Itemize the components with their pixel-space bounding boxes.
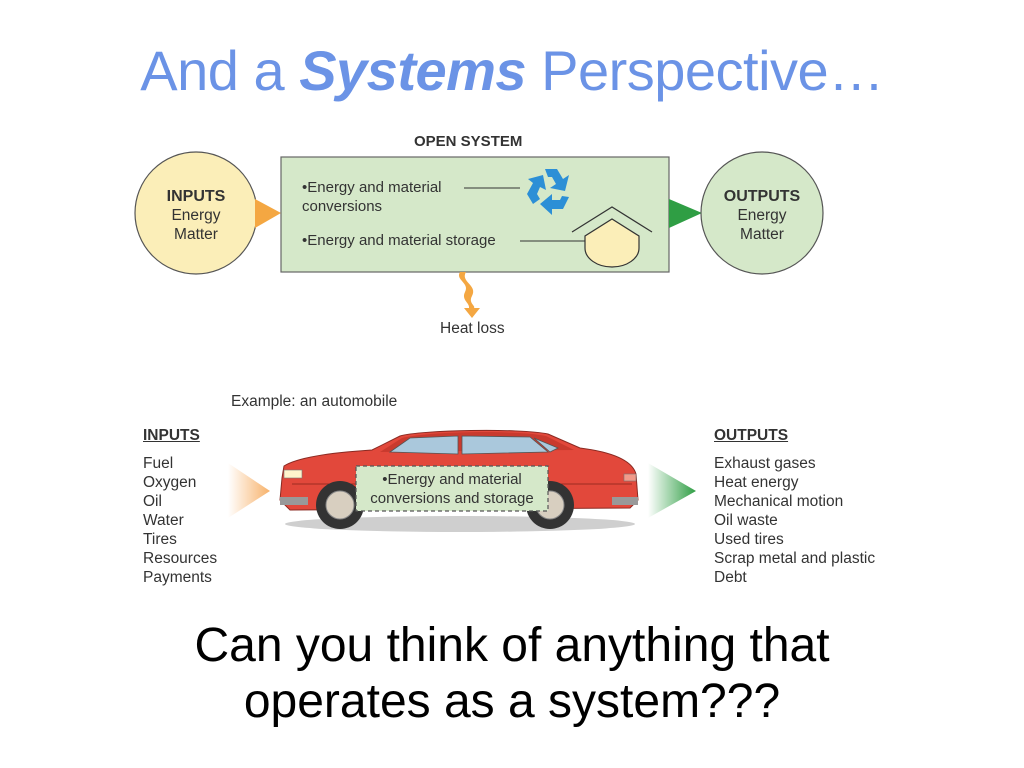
list-item: Used tires bbox=[714, 531, 784, 548]
list-item: Debt bbox=[714, 569, 747, 586]
car-outputs-heading: OUTPUTS bbox=[714, 427, 789, 444]
list-item: Scrap metal and plastic bbox=[714, 550, 876, 567]
conversion-item-line-2: conversions bbox=[302, 198, 383, 215]
heat-loss-arrow-icon bbox=[458, 272, 480, 318]
slide-title: And a Systems Perspective… bbox=[0, 38, 1024, 103]
list-item: Resources bbox=[143, 550, 218, 567]
car-illustration bbox=[279, 429, 639, 532]
car-box-line-2: conversions and storage bbox=[370, 490, 534, 507]
car-output-arrow bbox=[648, 463, 696, 518]
car-inputs-list: Fuel Oxygen Oil Water Tires Resources Pa… bbox=[143, 454, 217, 587]
list-item: Tires bbox=[143, 531, 177, 548]
open-system-label: OPEN SYSTEM bbox=[414, 133, 523, 150]
car-input-arrow bbox=[228, 463, 270, 518]
list-item: Water bbox=[143, 512, 184, 529]
storage-item: •Energy and material storage bbox=[302, 232, 496, 249]
example-caption: Example: an automobile bbox=[231, 393, 398, 410]
inputs-circle-line-2: Matter bbox=[174, 226, 218, 243]
car-outputs-list: Exhaust gases Heat energy Mechanical mot… bbox=[714, 454, 875, 587]
outputs-circle-heading: OUTPUTS bbox=[723, 188, 801, 205]
list-item: Heat energy bbox=[714, 474, 799, 491]
car-box-text: •Energy and material conversions and sto… bbox=[356, 470, 548, 508]
list-item: Fuel bbox=[143, 455, 174, 472]
title-part-1: And a bbox=[140, 39, 300, 102]
outputs-circle bbox=[700, 151, 824, 275]
inputs-circle-line-1: Energy bbox=[171, 207, 221, 224]
outputs-circle-text: OUTPUTS Energy Matter bbox=[701, 187, 823, 244]
list-item: Mechanical motion bbox=[714, 493, 844, 510]
list-item: Oxygen bbox=[143, 474, 197, 491]
list-item: Exhaust gases bbox=[714, 455, 816, 472]
outputs-circle-line-1: Energy bbox=[737, 207, 787, 224]
question-line-2: operates as a system??? bbox=[243, 675, 781, 728]
conversion-item-line-1: •Energy and material bbox=[302, 179, 442, 196]
title-part-2: Perspective… bbox=[526, 39, 884, 102]
list-item: Oil bbox=[143, 493, 162, 510]
storage-house-icon bbox=[571, 206, 653, 268]
output-arrow bbox=[669, 199, 702, 228]
input-arrow bbox=[255, 199, 281, 228]
car-box-line-1: •Energy and material bbox=[382, 471, 522, 488]
inputs-circle-text: INPUTS Energy Matter bbox=[135, 187, 257, 244]
outputs-circle-line-2: Matter bbox=[740, 226, 784, 243]
question-line-1: Can you think of anything that bbox=[194, 619, 830, 672]
heat-loss-label: Heat loss bbox=[440, 320, 505, 337]
list-item: Payments bbox=[143, 569, 212, 586]
list-item: Oil waste bbox=[714, 512, 778, 529]
car-inputs-heading: INPUTS bbox=[143, 427, 200, 444]
question-text: Can you think of anything that operates … bbox=[0, 618, 1024, 730]
conversion-item: •Energy and material conversions bbox=[302, 178, 442, 216]
title-emphasis: Systems bbox=[299, 39, 527, 102]
recycle-icon bbox=[527, 169, 569, 215]
inputs-circle-heading: INPUTS bbox=[166, 188, 226, 205]
